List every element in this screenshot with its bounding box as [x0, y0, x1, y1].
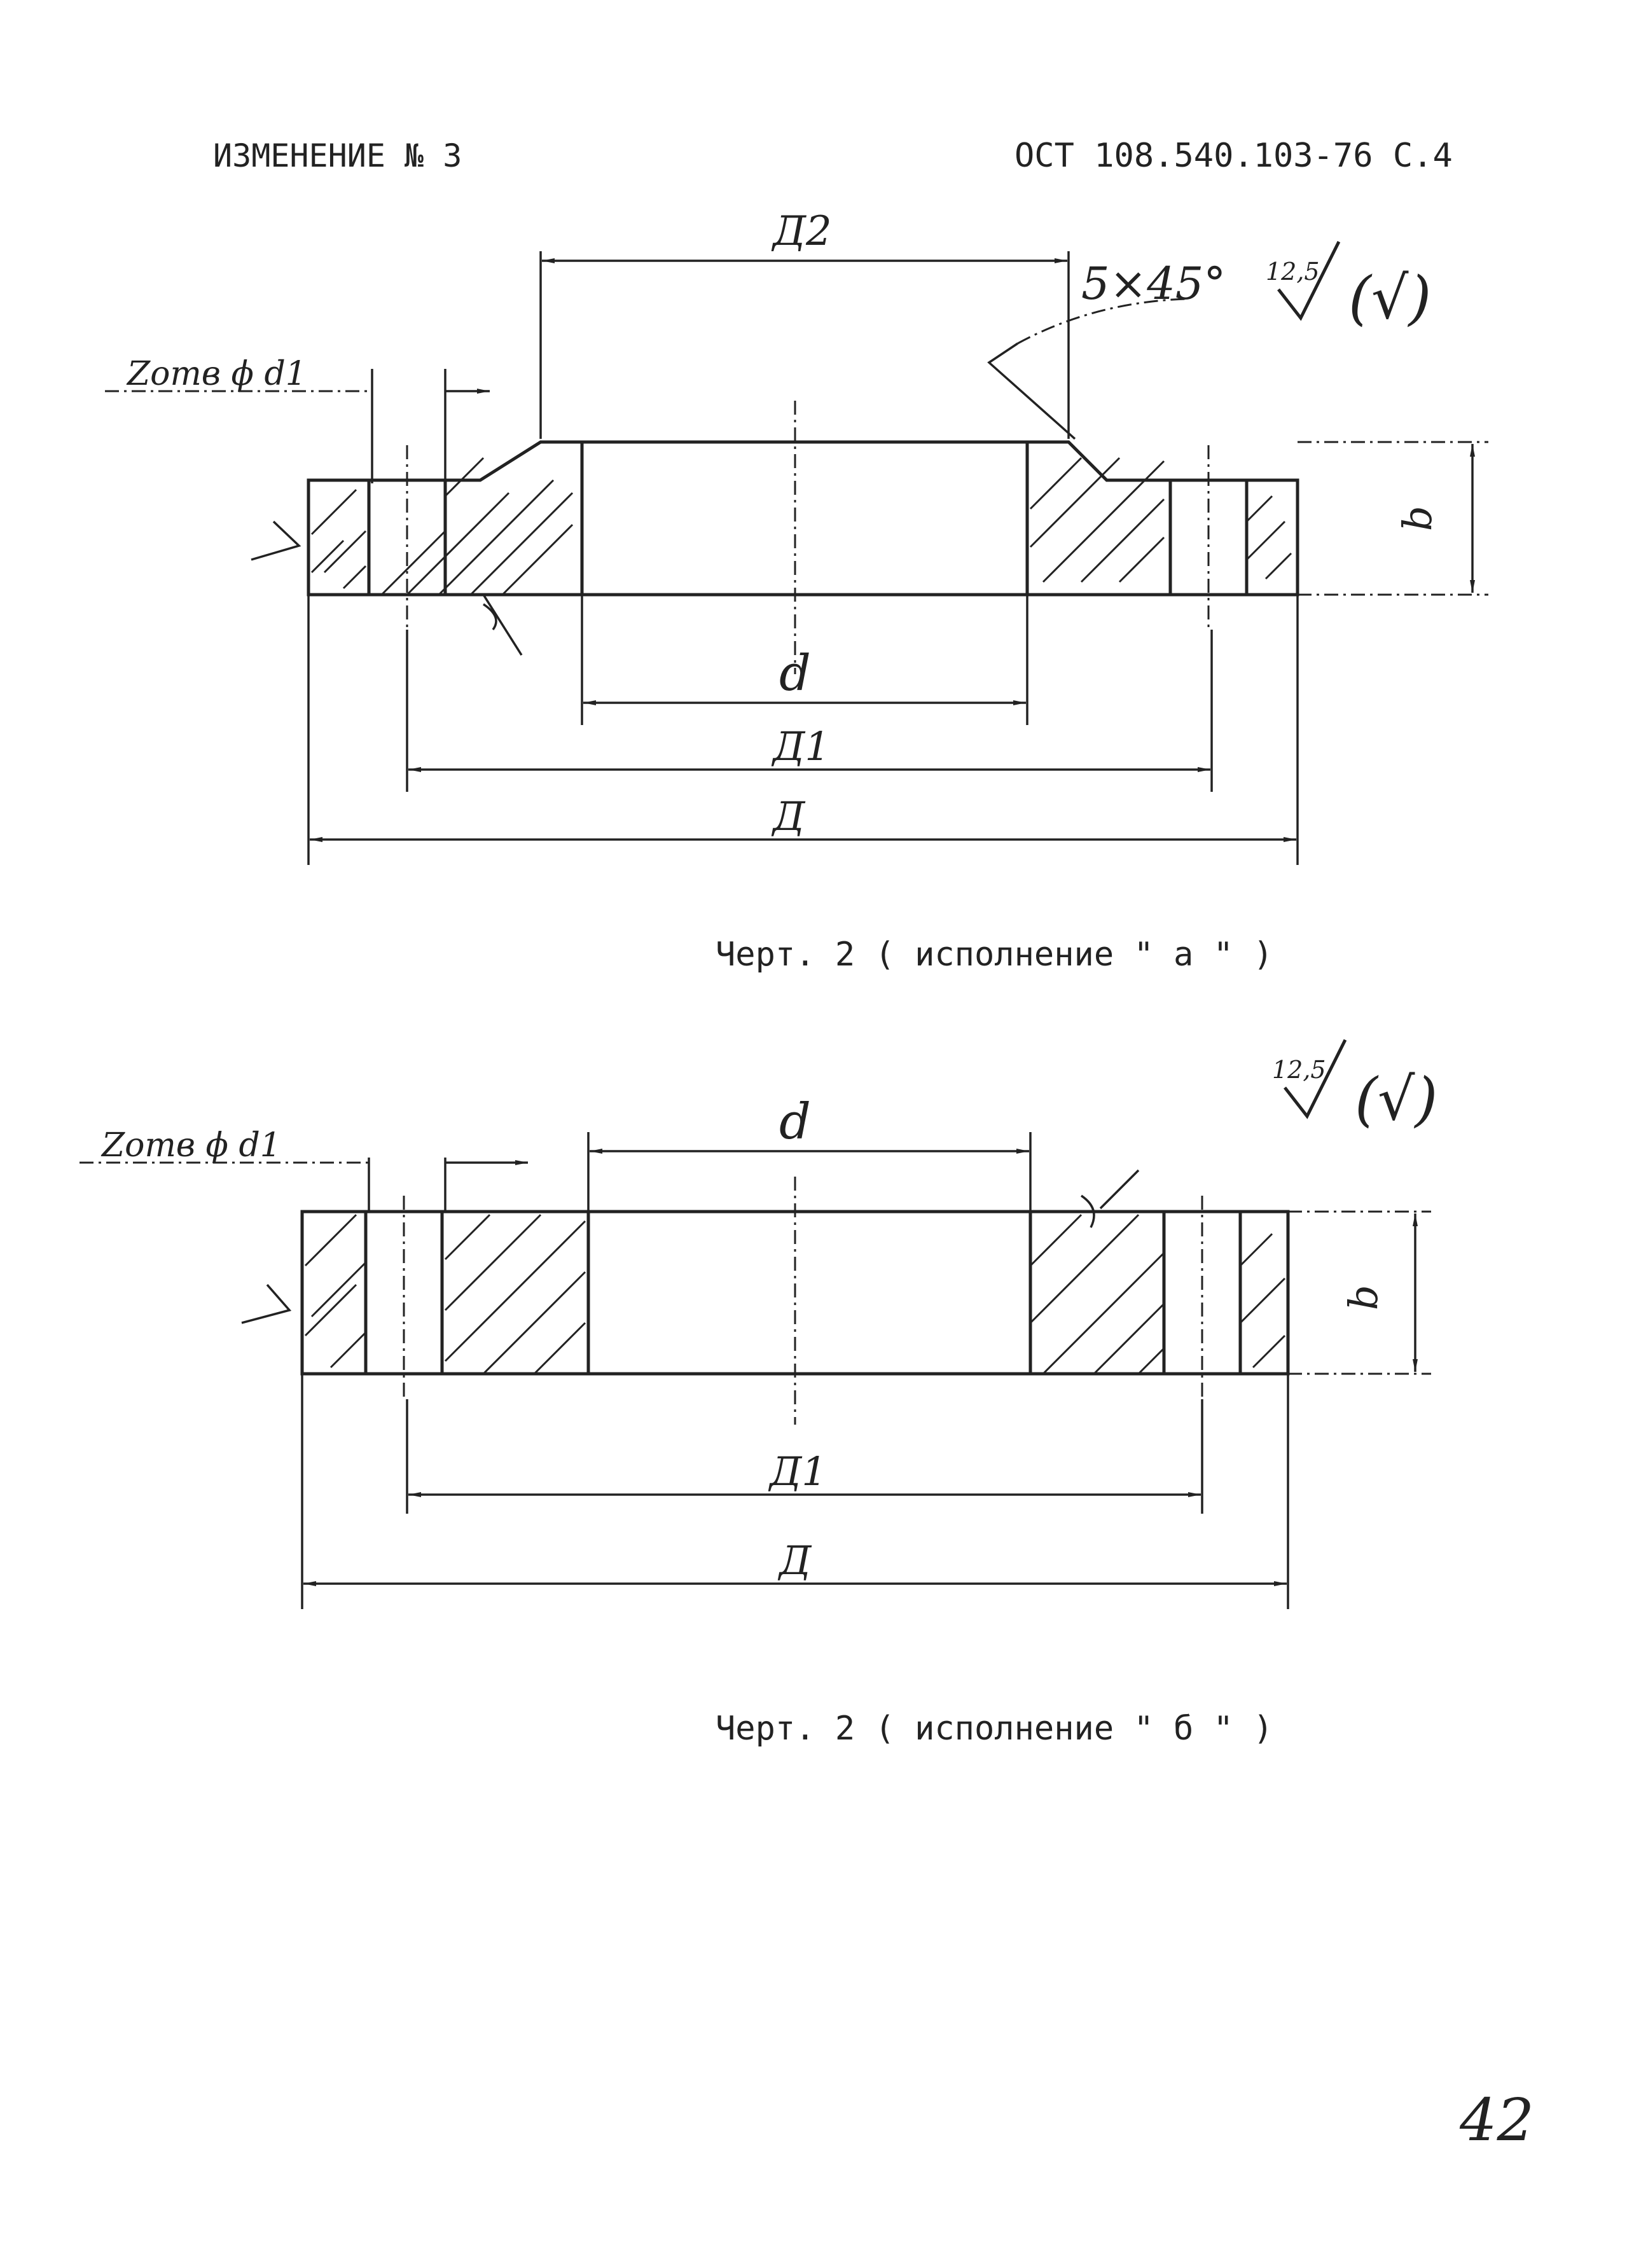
label-d-a: d: [779, 645, 811, 702]
roughness-paren-a: (√): [1348, 264, 1431, 332]
section-hatch-a: [310, 457, 1292, 596]
change-number-label: ИЗМЕНЕНИЕ № 3: [213, 137, 462, 174]
label-D1-b: Д1: [768, 1448, 827, 1495]
drawing-a: 12,5 (√) Д2 5×45° Zотв ϕ d1 d Д1 Д b Чер…: [105, 208, 1488, 974]
label-D-b: Д: [777, 1537, 812, 1584]
roughness-paren-b: (√): [1355, 1065, 1437, 1133]
label-b-b: b: [1340, 1285, 1387, 1310]
drawing-b: 12,5 (√) Zотв ϕ d1 d Д1 Д b Черт. 2 ( ис…: [80, 1039, 1437, 1748]
label-D-a: Д: [771, 793, 806, 840]
label-d-b: d: [779, 1093, 811, 1151]
label-D2: Д2: [771, 208, 832, 255]
flange-outline-a: [307, 440, 1299, 597]
page-number: 42: [1459, 2086, 1534, 2154]
roughness-symbol-a: [1277, 240, 1341, 321]
roughness-symbol-b: [1284, 1039, 1347, 1119]
standard-reference: ОСТ 108.540.103-76 С.4: [1014, 137, 1453, 175]
caption-b: Черт. 2 ( исполнение " б " ): [716, 1710, 1273, 1748]
label-holes-b: Zотв ϕ d1: [100, 1126, 281, 1165]
roughness-value-b: 12,5: [1272, 1056, 1326, 1084]
label-b-a: b: [1394, 506, 1441, 531]
label-chamfer: 5×45°: [1081, 258, 1226, 310]
label-holes-a: Zотв ϕ d1: [126, 355, 307, 393]
label-D1-a: Д1: [771, 723, 830, 770]
caption-a: Черт. 2 ( исполнение " а " ): [716, 936, 1273, 974]
section-hatch-b: [304, 1214, 1286, 1375]
roughness-value-a: 12,5: [1266, 258, 1320, 286]
